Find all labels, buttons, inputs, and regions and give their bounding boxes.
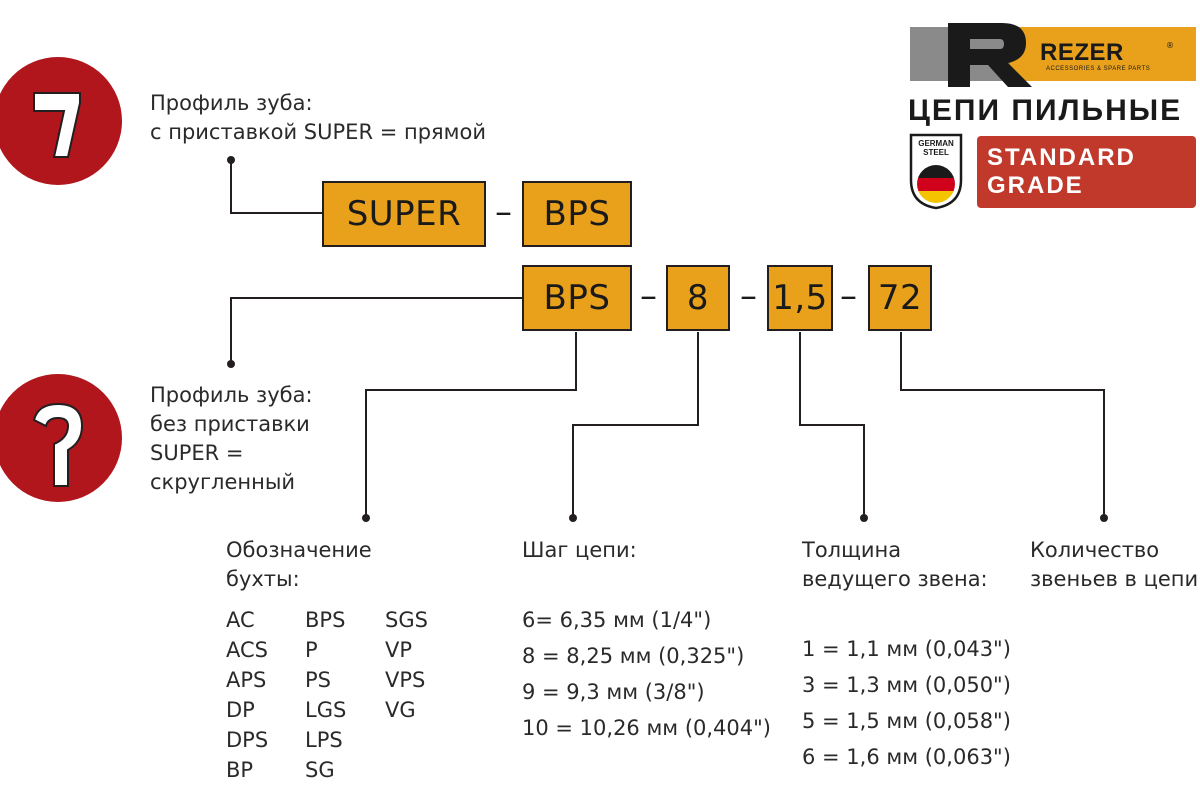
legend-type-title-line1: Обозначение: [226, 538, 372, 562]
grade-line1: STANDARD: [987, 144, 1136, 171]
legend-gauge-list: 1 = 1,1 мм (0,043") 3 = 1,3 мм (0,050") …: [802, 631, 1011, 775]
list-item: SG: [305, 758, 335, 782]
legend-pitch-title: Шаг цепи:: [522, 538, 637, 562]
list-item: DP: [226, 698, 255, 722]
code-super-prefix: SUPER: [322, 181, 486, 247]
logo-brand-name: REZER: [1040, 39, 1124, 66]
connector-super-profile: [230, 160, 322, 214]
profile-super-line1: Профиль зуба:: [150, 91, 313, 115]
list-item: P: [305, 638, 318, 662]
logo-registered-mark: ®: [1166, 41, 1174, 50]
list-item: 10 = 10,26 мм (0,404"): [522, 716, 771, 740]
list-item: 9 = 9,3 мм (3/8"): [522, 680, 705, 704]
list-item: 1 = 1,1 мм (0,043"): [802, 637, 1011, 661]
legend-pitch-list: 6= 6,35 мм (1/4") 8 = 8,25 мм (0,325") 9…: [522, 602, 771, 746]
profile-round-line4: скругленный: [150, 470, 296, 494]
legend-links-title: Количество звеньев в цепи: [1030, 536, 1198, 594]
steel-badge-line2: STEEL: [923, 148, 949, 157]
code-main-links: 72: [868, 265, 932, 331]
legend-type-col2: BPS P PS LGS LPS SG: [305, 605, 346, 785]
legend-gauge-title-line1: Толщина: [802, 538, 902, 562]
code-main-gauge: 1,5: [767, 265, 833, 331]
list-item: ACS: [226, 638, 268, 662]
logo-tagline: ACCESSORIES & SPARE PARTS: [1046, 66, 1151, 72]
connector-pitch: [572, 332, 699, 518]
list-item: VPS: [385, 668, 426, 692]
connector-dot: [362, 514, 370, 522]
legend-type-title-line2: бухты:: [226, 567, 300, 591]
legend-links-title-line2: звеньев в цепи: [1030, 567, 1199, 591]
list-item: AC: [226, 608, 255, 632]
code-main-type: BPS: [522, 265, 632, 331]
profile-round-text: Профиль зуба: без приставки SUPER = скру…: [150, 381, 313, 497]
grade-line2: GRADE: [987, 172, 1084, 199]
profile-round-line2: без приставки: [150, 412, 310, 436]
connector-dot: [860, 514, 868, 522]
list-item: DPS: [226, 728, 269, 752]
rounded-tooth-icon: [0, 374, 122, 502]
legend-type-title: Обозначение бухты:: [226, 536, 372, 594]
grade-badge: STANDARD GRADE: [977, 136, 1196, 208]
code-main-separator: –: [740, 276, 757, 316]
code-main-pitch: 8: [666, 265, 730, 331]
list-item: 8 = 8,25 мм (0,325"): [522, 644, 745, 668]
steel-badge-line1: GERMAN: [918, 139, 954, 148]
straight-tooth-icon: [0, 57, 122, 185]
legend-gauge-title-line2: ведущего звена:: [802, 567, 988, 591]
legend-gauge-title: Толщина ведущего звена:: [802, 536, 988, 594]
list-item: LPS: [305, 728, 343, 752]
logo-r-mark-icon: [948, 23, 1032, 87]
code-main-separator: –: [640, 276, 657, 316]
connector-dot: [227, 156, 235, 164]
profile-round-line1: Профиль зуба:: [150, 383, 313, 407]
brand-logo: REZER ® ACCESSORIES & SPARE PARTS: [910, 23, 1196, 87]
code-super-separator: –: [495, 192, 512, 232]
list-item: 3 = 1,3 мм (0,050"): [802, 673, 1011, 697]
list-item: APS: [226, 668, 267, 692]
list-item: SGS: [385, 608, 428, 632]
profile-super-line2: с приставкой SUPER = прямой: [150, 120, 487, 144]
connector-links: [900, 332, 1105, 518]
german-steel-badge-icon: [909, 133, 963, 210]
code-super-type: BPS: [522, 181, 632, 247]
list-item: LGS: [305, 698, 347, 722]
connector-gauge: [799, 332, 865, 518]
list-item: VG: [385, 698, 416, 722]
legend-type-col1: AC ACS APS DP DPS BP: [226, 605, 268, 785]
connector-type: [365, 332, 577, 518]
connector-dot: [227, 360, 235, 368]
list-item: VP: [385, 638, 413, 662]
list-item: BP: [226, 758, 254, 782]
connector-dot: [569, 514, 577, 522]
code-main-separator: –: [840, 276, 857, 316]
connector-round-profile: [230, 297, 522, 364]
list-item: 6 = 1,6 мм (0,063"): [802, 745, 1011, 769]
connector-dot: [1100, 514, 1108, 522]
legend-links-title-line1: Количество: [1030, 538, 1160, 562]
list-item: PS: [305, 668, 331, 692]
list-item: 5 = 1,5 мм (0,058"): [802, 709, 1011, 733]
list-item: BPS: [305, 608, 346, 632]
product-title: ЦЕПИ ПИЛЬНЫЕ: [908, 94, 1183, 127]
legend-type-col3: SGS VP VPS VG: [385, 605, 428, 725]
profile-round-line3: SUPER =: [150, 441, 244, 465]
list-item: 6= 6,35 мм (1/4"): [522, 608, 712, 632]
profile-super-text: Профиль зуба: с приставкой SUPER = прямо…: [150, 89, 486, 147]
